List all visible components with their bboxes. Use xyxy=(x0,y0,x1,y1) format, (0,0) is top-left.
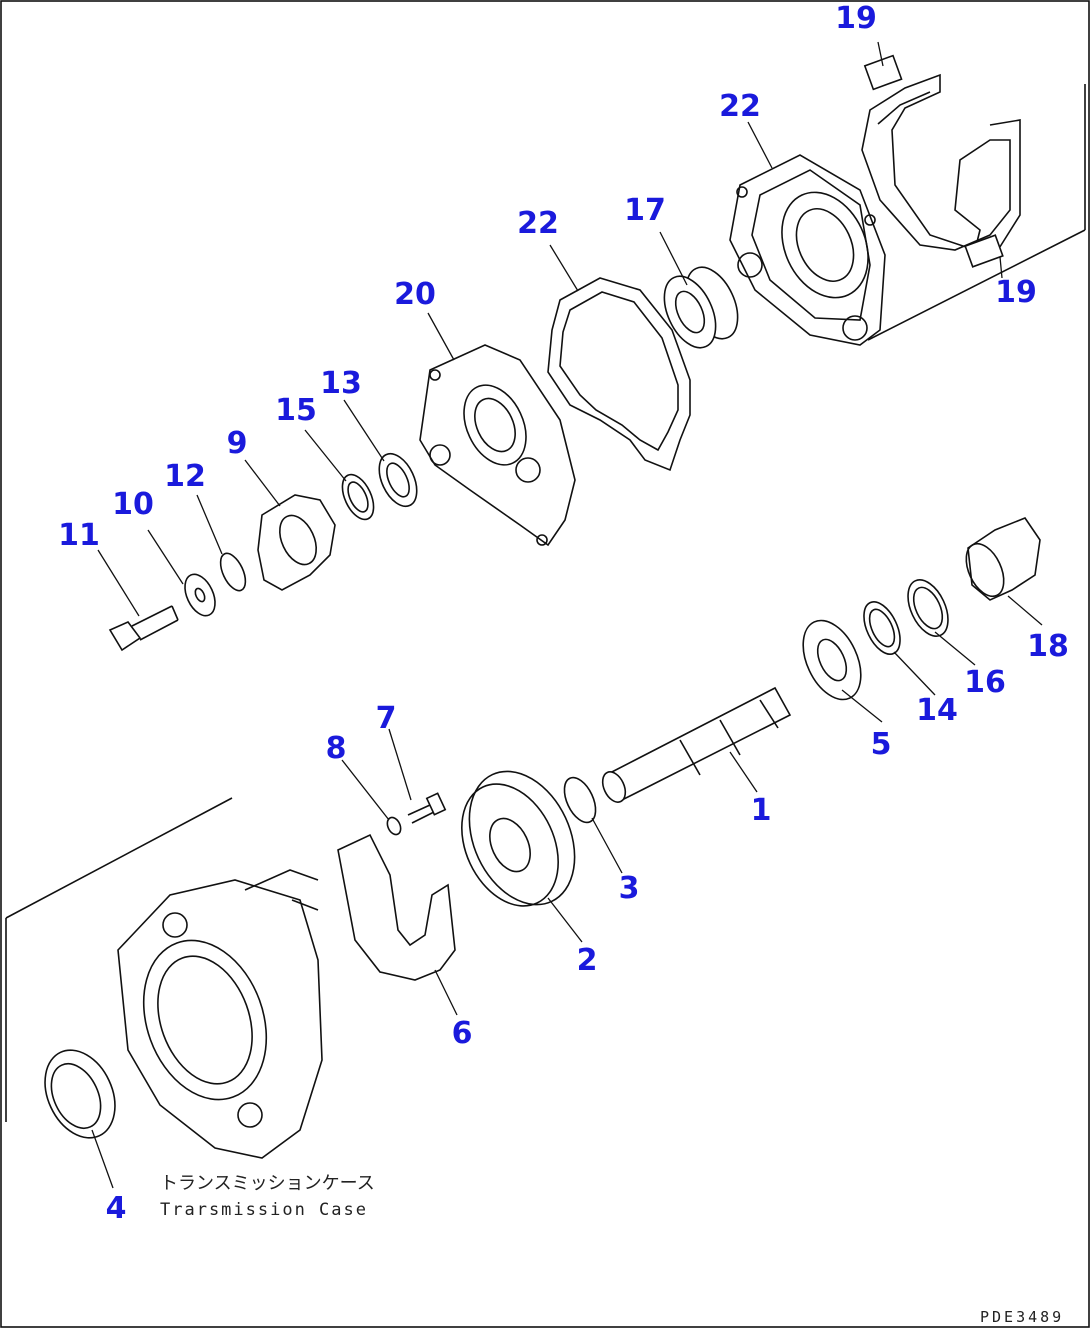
callout-labels: 19 19 22 17 22 20 13 15 9 12 10 11 18 16… xyxy=(58,1,1069,1226)
callout-9: 9 xyxy=(227,426,248,461)
part-17-bearing xyxy=(663,266,739,349)
callout-5: 5 xyxy=(871,727,892,762)
transmission-case xyxy=(117,869,323,1159)
callout-21: 22 xyxy=(719,89,761,124)
callout-19-top: 19 xyxy=(835,1,877,36)
callout-3: 3 xyxy=(619,871,640,906)
section-line-upper xyxy=(867,229,1086,341)
callout-8: 8 xyxy=(326,731,347,766)
part-5-bearing xyxy=(802,619,862,701)
callout-1: 1 xyxy=(751,793,772,828)
callout-10: 10 xyxy=(112,487,154,522)
callout-2: 2 xyxy=(577,943,598,978)
callout-17: 17 xyxy=(624,193,666,228)
part-13-seal xyxy=(378,452,418,508)
part-2-gear xyxy=(461,770,576,907)
section-line-lower xyxy=(5,797,233,919)
callout-6: 6 xyxy=(452,1016,473,1051)
part-15-ring xyxy=(341,473,375,521)
callout-7: 7 xyxy=(376,701,397,736)
callout-16: 16 xyxy=(964,665,1006,700)
part-4-bearing xyxy=(44,1049,116,1139)
part-10-washer xyxy=(184,573,216,617)
part-16-ring xyxy=(907,579,949,637)
case-label-english: Trarsmission Case xyxy=(160,1200,368,1220)
part-7-bolt xyxy=(407,792,447,824)
part-18-yoke xyxy=(965,517,1041,601)
part-19-gasket-set xyxy=(861,54,1021,268)
callout-14: 14 xyxy=(916,693,958,728)
callout-20: 20 xyxy=(394,277,436,312)
callout-18: 18 xyxy=(1027,629,1069,664)
callout-22: 22 xyxy=(517,206,559,241)
callout-19-bottom: 19 xyxy=(995,275,1037,310)
part-9-yoke xyxy=(257,494,336,591)
part-6-guard xyxy=(337,833,456,981)
callout-13: 13 xyxy=(320,366,362,401)
part-20-cover xyxy=(419,344,576,547)
part-22-gasket xyxy=(547,277,691,472)
callout-15: 15 xyxy=(275,393,317,428)
callout-4: 4 xyxy=(106,1191,127,1226)
part-12-oring xyxy=(219,552,247,592)
part-8-washer xyxy=(386,816,402,836)
leader-lines xyxy=(91,41,1043,1189)
callout-11: 11 xyxy=(58,518,100,553)
part-14-ring xyxy=(863,601,901,655)
callout-12: 12 xyxy=(164,459,206,494)
case-label-japanese: トランスミッションケース xyxy=(160,1173,375,1194)
part-1-shaft xyxy=(601,686,792,803)
drawing-code: PDE3489 xyxy=(980,1308,1064,1326)
part-3-snap-ring xyxy=(563,776,597,824)
part-21-housing xyxy=(729,154,886,346)
part-11-bolt xyxy=(108,605,179,652)
